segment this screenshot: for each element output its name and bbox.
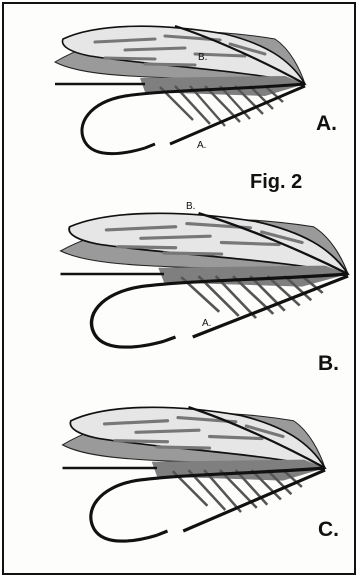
fly-A [55, 26, 305, 154]
hook-label-b: A. [202, 318, 211, 329]
panel-label-c: C. [318, 518, 339, 542]
wing-label-a: B. [198, 52, 207, 63]
panel-label-b: B. [318, 352, 339, 376]
panel-label-a: A. [316, 112, 337, 136]
figure-title: Fig. 2 [250, 171, 302, 194]
fly-C [63, 407, 326, 541]
wing-label-b: B. [186, 201, 195, 212]
hook-label-a: A. [197, 140, 206, 151]
